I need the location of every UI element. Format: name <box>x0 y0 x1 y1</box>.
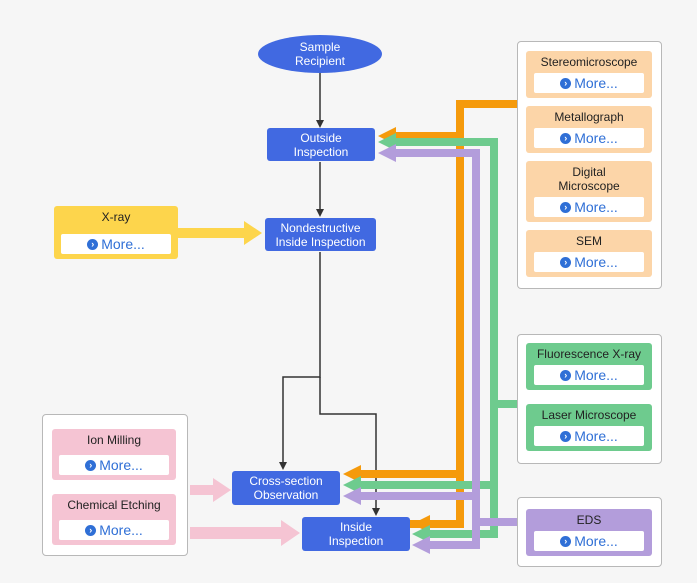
card-digital-microscope: Digital Microscope ›More... <box>526 161 652 222</box>
more-button-eds[interactable]: ›More... <box>533 531 645 551</box>
node-cross-section-observation: Cross-section Observation <box>232 471 340 505</box>
card-laser-microscope: Laser Microscope ›More... <box>526 404 652 451</box>
green-trunk <box>392 138 518 408</box>
card-xray: X-ray ›More... <box>54 206 178 259</box>
card-fluorescence-xray: Fluorescence X-ray ›More... <box>526 343 652 390</box>
card-chemical-etching: Chemical Etching ›More... <box>52 494 176 545</box>
more-button-chemical-etching[interactable]: ›More... <box>59 520 169 540</box>
node-outside-inspection: Outside Inspection <box>267 128 375 161</box>
chevron-right-circle-icon: › <box>560 77 572 89</box>
purple-trunk <box>392 149 518 526</box>
card-title: SEM <box>575 234 602 248</box>
card-eds: EDS ›More... <box>526 509 652 556</box>
orange-trunk <box>392 100 518 528</box>
more-label: More... <box>574 130 618 146</box>
chemical-etching-arrow <box>190 520 300 546</box>
more-button-fluorescence-xray[interactable]: ›More... <box>533 365 645 385</box>
card-ion-milling: Ion Milling ›More... <box>52 429 176 480</box>
card-title: Metallograph <box>554 110 624 124</box>
chevron-right-circle-icon: › <box>560 369 572 381</box>
more-button-stereomicroscope[interactable]: ›More... <box>533 73 645 93</box>
card-title: EDS <box>576 513 602 527</box>
more-button-sem[interactable]: ›More... <box>533 252 645 272</box>
more-button-metallograph[interactable]: ›More... <box>533 128 645 148</box>
more-button-digital-microscope[interactable]: ›More... <box>533 197 645 217</box>
more-label: More... <box>574 75 618 91</box>
xray-arrow <box>178 221 262 245</box>
chevron-right-circle-icon: › <box>87 238 99 250</box>
more-button-ion-milling[interactable]: ›More... <box>59 455 169 475</box>
more-label: More... <box>574 367 618 383</box>
card-stereomicroscope: Stereomicroscope ›More... <box>526 51 652 98</box>
ion-milling-arrow <box>190 478 231 502</box>
card-sem: SEM ›More... <box>526 230 652 277</box>
more-button-laser-microscope[interactable]: ›More... <box>533 426 645 446</box>
card-title: Ion Milling <box>86 433 142 447</box>
card-title: Digital Microscope <box>558 165 620 193</box>
card-title: Chemical Etching <box>67 498 161 512</box>
node-inside-inspection: Inside Inspection <box>302 517 410 551</box>
chevron-right-circle-icon: › <box>560 201 572 213</box>
more-label: More... <box>574 428 618 444</box>
node-sample-recipient: Sample Recipient <box>258 35 382 73</box>
chevron-right-circle-icon: › <box>85 524 97 536</box>
card-metallograph: Metallograph ›More... <box>526 106 652 153</box>
node-nondestructive-inspection: Nondestructive Inside Inspection <box>265 218 376 251</box>
more-label: More... <box>574 533 618 549</box>
more-label: More... <box>99 457 143 473</box>
connector-nondestructive-to-inside <box>319 377 380 516</box>
connector-nondestructive-to-cross <box>279 252 321 470</box>
card-title: Stereomicroscope <box>540 55 638 69</box>
chevron-right-circle-icon: › <box>85 459 97 471</box>
chevron-right-circle-icon: › <box>560 535 572 547</box>
more-label: More... <box>574 254 618 270</box>
more-label: More... <box>99 522 143 538</box>
card-title: Fluorescence X-ray <box>536 347 642 361</box>
more-label: More... <box>101 236 145 252</box>
card-title: Laser Microscope <box>541 408 637 422</box>
chevron-right-circle-icon: › <box>560 430 572 442</box>
chevron-right-circle-icon: › <box>560 132 572 144</box>
more-label: More... <box>574 199 618 215</box>
card-title: X-ray <box>101 210 131 224</box>
chevron-right-circle-icon: › <box>560 256 572 268</box>
more-button-xray[interactable]: ›More... <box>61 234 171 254</box>
